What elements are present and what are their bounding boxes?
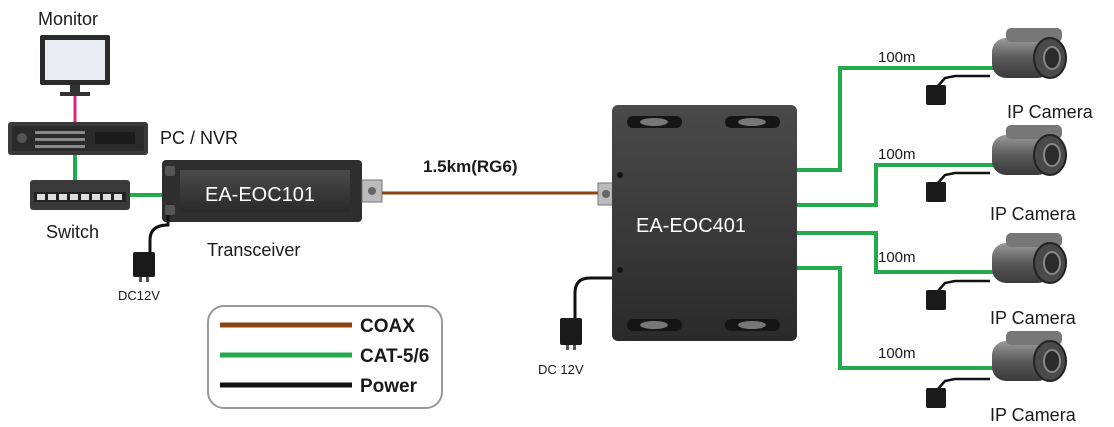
cat-link-camera-1 bbox=[797, 66, 1000, 172]
main-unit-label: EA-EOC401 bbox=[636, 215, 746, 237]
ip-camera-1-icon bbox=[926, 28, 1067, 105]
camera-2-label: IP Camera bbox=[990, 204, 1077, 224]
coax-run-label: 1.5km(RG6) bbox=[423, 157, 517, 176]
cat-link-camera-2 bbox=[797, 163, 1000, 207]
monitor-icon bbox=[40, 35, 110, 96]
camera-3-distance: 100m bbox=[878, 249, 916, 266]
legend: COAX CAT-5/6 Power bbox=[207, 305, 443, 409]
power-adapter-main-icon bbox=[560, 318, 582, 350]
power-cable-main bbox=[573, 276, 612, 320]
switch-icon bbox=[30, 180, 130, 210]
ip-camera-4-icon bbox=[926, 331, 1067, 408]
ip-camera-2-icon bbox=[926, 125, 1067, 202]
camera-4-label: IP Camera bbox=[990, 405, 1077, 425]
legend-coax-label: COAX bbox=[360, 316, 415, 337]
legend-cat-label: CAT-5/6 bbox=[360, 346, 429, 367]
pc-nvr-icon bbox=[8, 122, 148, 155]
dc-main-label: DC 12V bbox=[538, 362, 584, 377]
transceiver-device bbox=[162, 160, 383, 222]
main-unit-device bbox=[597, 105, 797, 341]
pc-nvr-label: PC / NVR bbox=[160, 128, 238, 148]
switch-label: Switch bbox=[46, 222, 99, 242]
camera-1-distance: 100m bbox=[878, 49, 916, 66]
legend-power-label: Power bbox=[360, 376, 418, 397]
monitor-label: Monitor bbox=[38, 9, 98, 29]
power-adapter-left-icon bbox=[133, 252, 155, 282]
camera-4-distance: 100m bbox=[878, 345, 916, 362]
transceiver-label: Transceiver bbox=[207, 240, 300, 260]
transceiver-model-label: EA-EOC101 bbox=[205, 184, 315, 206]
camera-1-label: IP Camera bbox=[1007, 102, 1094, 122]
power-cable-left bbox=[148, 215, 170, 253]
camera-3-label: IP Camera bbox=[990, 308, 1077, 328]
cat-link-camera-3 bbox=[797, 231, 1000, 274]
camera-2-distance: 100m bbox=[878, 146, 916, 163]
ip-camera-3-icon bbox=[926, 233, 1067, 310]
dc-left-label: DC12V bbox=[118, 288, 160, 303]
cat-link-camera-4 bbox=[797, 266, 1000, 370]
